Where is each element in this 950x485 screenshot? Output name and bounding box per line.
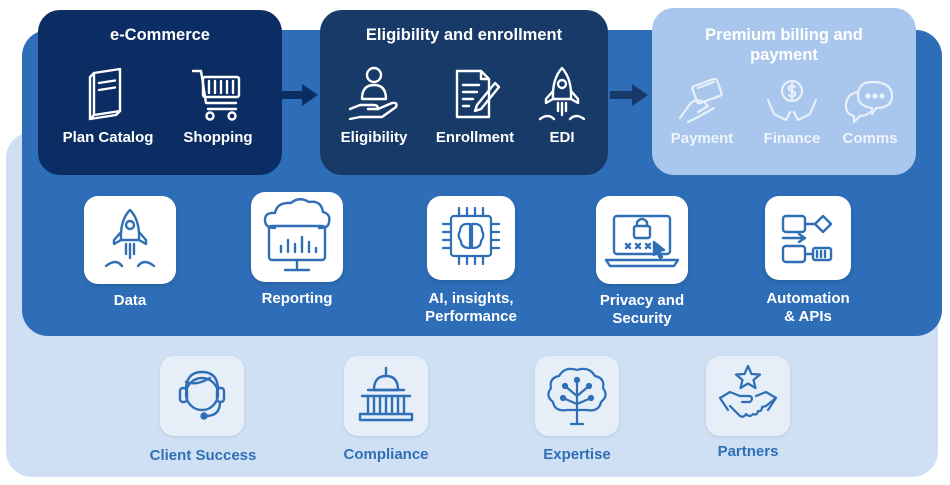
payment-label: Payment bbox=[670, 130, 734, 147]
reporting-tile bbox=[251, 192, 343, 282]
reporting-label: Reporting bbox=[246, 290, 348, 308]
edi-label: EDI bbox=[549, 129, 575, 146]
shopping-item: Shopping bbox=[170, 65, 266, 146]
privacy-tile bbox=[596, 196, 688, 284]
plan-catalog-item: Plan Catalog bbox=[60, 65, 156, 146]
shopping-cart-icon bbox=[191, 69, 241, 121]
person-hand-icon bbox=[348, 66, 398, 121]
chat-bubbles-icon bbox=[844, 80, 894, 124]
partners-tile bbox=[706, 356, 790, 436]
data-label: Data bbox=[80, 292, 180, 310]
workflow-icon bbox=[781, 214, 833, 264]
partners-label: Partners bbox=[717, 443, 779, 460]
expertise-tile bbox=[535, 356, 619, 436]
payment-item: Payment bbox=[654, 78, 750, 147]
privacy-label-line2: Security bbox=[612, 310, 672, 327]
premium-title-line1: Premium billing and bbox=[705, 26, 863, 44]
finance-item: Finance bbox=[744, 78, 840, 147]
automation-label: Automation & APIs bbox=[748, 290, 868, 326]
ecommerce-box: e-Commerce Plan Catalog Shopping bbox=[38, 10, 282, 175]
automation-label-line1: Automation bbox=[766, 290, 850, 307]
comms-label: Comms bbox=[842, 130, 898, 147]
client-success-label: Client Success bbox=[149, 447, 257, 464]
chip-brain-icon bbox=[441, 206, 501, 266]
expertise-label: Expertise bbox=[543, 446, 611, 463]
eligibility-item: Eligibility bbox=[326, 65, 422, 146]
reporting-label-text: Reporting bbox=[261, 290, 333, 307]
automation-label-line2: & APIs bbox=[784, 308, 832, 325]
premium-title: Premium billing and payment bbox=[652, 25, 916, 65]
tree-brain-icon bbox=[547, 367, 607, 426]
data-label-text: Data bbox=[113, 292, 147, 309]
document-pen-icon bbox=[455, 69, 501, 119]
arrow-right-icon bbox=[610, 84, 648, 106]
enrollment-label: Enrollment bbox=[435, 129, 515, 146]
compliance-label: Compliance bbox=[343, 446, 429, 463]
ai-label: AI, insights, Performance bbox=[406, 290, 536, 326]
ai-tile bbox=[427, 196, 515, 280]
finance-label: Finance bbox=[763, 130, 821, 147]
ai-label-line2: Performance bbox=[425, 308, 517, 325]
catalog-book-icon bbox=[88, 67, 122, 121]
eligibility-title: Eligibility and enrollment bbox=[365, 26, 563, 44]
comms-item: Comms bbox=[822, 78, 918, 147]
rocket-icon bbox=[104, 208, 156, 268]
edi-item: EDI bbox=[514, 65, 610, 146]
automation-tile bbox=[765, 196, 851, 280]
client-success-tile bbox=[160, 356, 244, 436]
rocket-icon bbox=[538, 66, 586, 121]
dollar-hands-icon bbox=[766, 79, 818, 122]
enrollment-item: Enrollment bbox=[427, 65, 523, 146]
eligibility-label: Eligibility bbox=[340, 129, 408, 146]
ecommerce-title: e-Commerce bbox=[110, 26, 210, 44]
plan-catalog-label: Plan Catalog bbox=[62, 129, 154, 146]
shopping-label: Shopping bbox=[183, 129, 253, 146]
arrow-right-icon bbox=[282, 84, 318, 106]
privacy-label: Privacy and Security bbox=[582, 292, 702, 328]
premium-title-line2: payment bbox=[750, 46, 818, 64]
eligibility-box: Eligibility and enrollment Eligibility E… bbox=[320, 10, 608, 175]
cloud-monitor-icon bbox=[263, 198, 331, 272]
privacy-label-line1: Privacy and bbox=[599, 292, 685, 309]
ai-label-line1: AI, insights, bbox=[428, 290, 514, 307]
compliance-tile bbox=[344, 356, 428, 436]
capitol-icon bbox=[358, 366, 414, 422]
headset-icon bbox=[178, 370, 226, 420]
premium-box: Premium billing and payment Payment Fina… bbox=[652, 8, 916, 175]
card-hand-icon bbox=[678, 78, 723, 124]
laptop-lock-icon bbox=[604, 214, 680, 268]
handshake-star-icon bbox=[718, 364, 778, 418]
data-tile bbox=[84, 196, 176, 284]
